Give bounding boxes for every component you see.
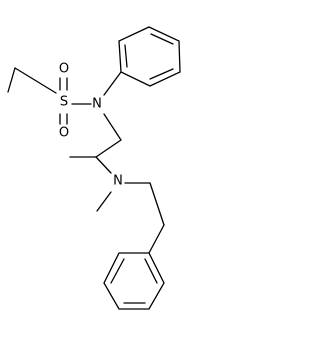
bond-ethyl-to-sulfur <box>14 67 57 94</box>
bond-nitrogen-phenyl <box>103 71 122 96</box>
phenyl-lower-double-1 <box>110 258 125 284</box>
atom-label-oxygen-top: O <box>59 62 69 77</box>
atom-label-nitrogen-amine: N <box>113 174 123 189</box>
atom-label-nitrogen-sulfonamide: N <box>92 97 102 112</box>
phenyl-ring-upper <box>118 26 181 87</box>
structure-diagram: O S O N N <box>7 26 181 310</box>
bond-methylene-methine <box>95 139 122 158</box>
phenyl-ring-lower <box>103 252 165 310</box>
atom-label-sulfur: S <box>60 95 68 110</box>
bond-ethylene <box>149 182 165 226</box>
bond-ethylene-phenyl <box>148 224 165 254</box>
bond-nitrogen-methylene <box>103 113 122 141</box>
phenyl-upper-double-1 <box>124 44 128 68</box>
phenyl-upper-double-3 <box>149 68 174 80</box>
bond-amine-methyl <box>96 191 112 212</box>
phenyl-upper-double-2 <box>150 33 174 45</box>
bond-methine-amine <box>95 156 112 174</box>
bond-ethyl-terminal <box>7 67 16 93</box>
phenyl-lower-double-3 <box>144 258 158 284</box>
atom-label-oxygen-bottom: O <box>59 126 69 141</box>
molecule-canvas: O S O N N <box>7 26 181 310</box>
